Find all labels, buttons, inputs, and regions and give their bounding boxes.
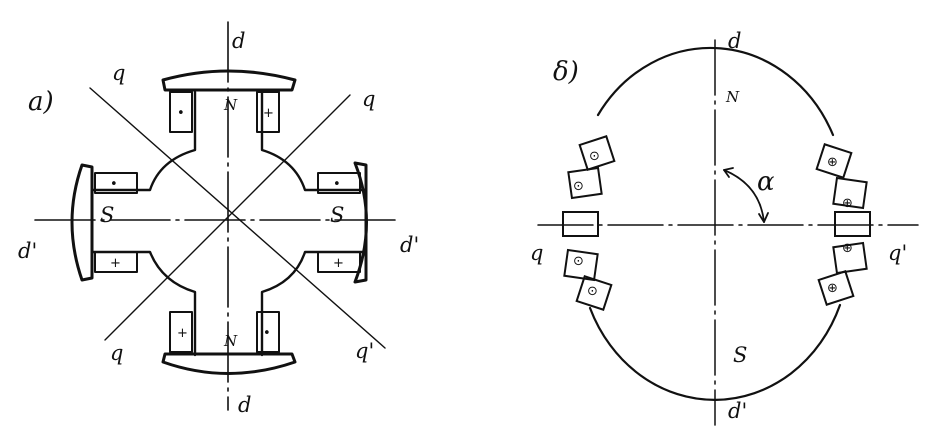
coil-top-left xyxy=(169,91,193,133)
angle-arc xyxy=(723,169,765,223)
salient-pole-diagram: • + • + • + • + a) d d d' d' q q q q' N … xyxy=(18,21,419,417)
angle-label: α xyxy=(757,167,775,197)
rotor-core xyxy=(90,90,367,357)
slots-right xyxy=(815,143,871,306)
coil-mark-3: • xyxy=(263,326,271,341)
axis-label-q-right-right: q' xyxy=(888,241,907,265)
slot-mark-8: ⊕ xyxy=(827,281,838,296)
pole-shoe-left xyxy=(70,163,94,282)
coil-mark-6: + xyxy=(110,256,121,271)
slot-mark-3: ⊙ xyxy=(573,254,584,269)
coil-left-bottom xyxy=(94,251,138,273)
pole-label-left: S xyxy=(100,203,114,227)
slots-left xyxy=(562,135,616,311)
axis-label-d-left: d' xyxy=(18,239,37,263)
axis-label-d-top: d xyxy=(232,29,245,53)
round-rotor-diagram: ⊙ ⊙ ⊙ ⊙ ⊕ ⊕ ⊕ ⊕ δ) d d' q q' N S α xyxy=(530,29,919,426)
slot-mark-1: ⊙ xyxy=(589,149,600,164)
axis-label-d-bottom-right: d' xyxy=(728,399,747,423)
panel-label-a: a) xyxy=(28,87,54,117)
coil-bottom-right xyxy=(256,311,280,353)
coil-mark-7: • xyxy=(333,177,341,192)
coil-mark-5: • xyxy=(110,177,118,192)
pole-label-top-right: N xyxy=(725,88,740,106)
coil-mark-4: + xyxy=(177,326,188,341)
q-axis-line-1 xyxy=(89,87,386,349)
rotor-arc-bottom xyxy=(588,303,842,401)
axis-label-q-ul: q xyxy=(112,61,125,85)
pole-label-right: S xyxy=(330,203,344,227)
coil-mark-2: + xyxy=(263,106,274,121)
pole-label-top: N xyxy=(223,96,238,114)
slot-mark-4: ⊙ xyxy=(587,284,598,299)
axis-label-d-bottom: d xyxy=(238,393,251,417)
coil-top-right xyxy=(256,91,280,133)
coil-right-bottom xyxy=(317,251,361,273)
slot-mark-6: ⊕ xyxy=(842,196,853,211)
axis-label-q-ll: q xyxy=(110,341,123,365)
pole-shoe-bottom xyxy=(161,352,297,375)
pole-label-bottom: N xyxy=(223,332,238,350)
angle-arrow-bottom xyxy=(758,212,769,223)
axis-label-d-right: d' xyxy=(400,233,419,257)
pole-label-bottom-right: S xyxy=(733,343,747,367)
coil-left-top xyxy=(94,172,138,194)
axis-label-q-left-right: q xyxy=(530,241,543,265)
slot-mark-7: ⊕ xyxy=(842,241,853,256)
pole-shoe-top xyxy=(161,69,297,92)
slot-mark-2: ⊙ xyxy=(573,179,584,194)
coil-mark-8: + xyxy=(333,256,344,271)
q-axis-line-2 xyxy=(104,94,351,341)
coil-right-top xyxy=(317,172,361,194)
slot-mark-5: ⊕ xyxy=(827,155,838,170)
coil-mark-1: • xyxy=(177,106,185,121)
axis-label-d-top-right: d xyxy=(728,29,741,53)
coil-bottom-left xyxy=(169,311,193,353)
axis-label-q-ur: q xyxy=(362,87,375,111)
angle-arrow-top xyxy=(723,167,734,178)
axis-label-q-lr: q' xyxy=(355,339,374,363)
panel-label-b: δ) xyxy=(553,57,579,87)
rotor-arc-top xyxy=(596,46,835,137)
